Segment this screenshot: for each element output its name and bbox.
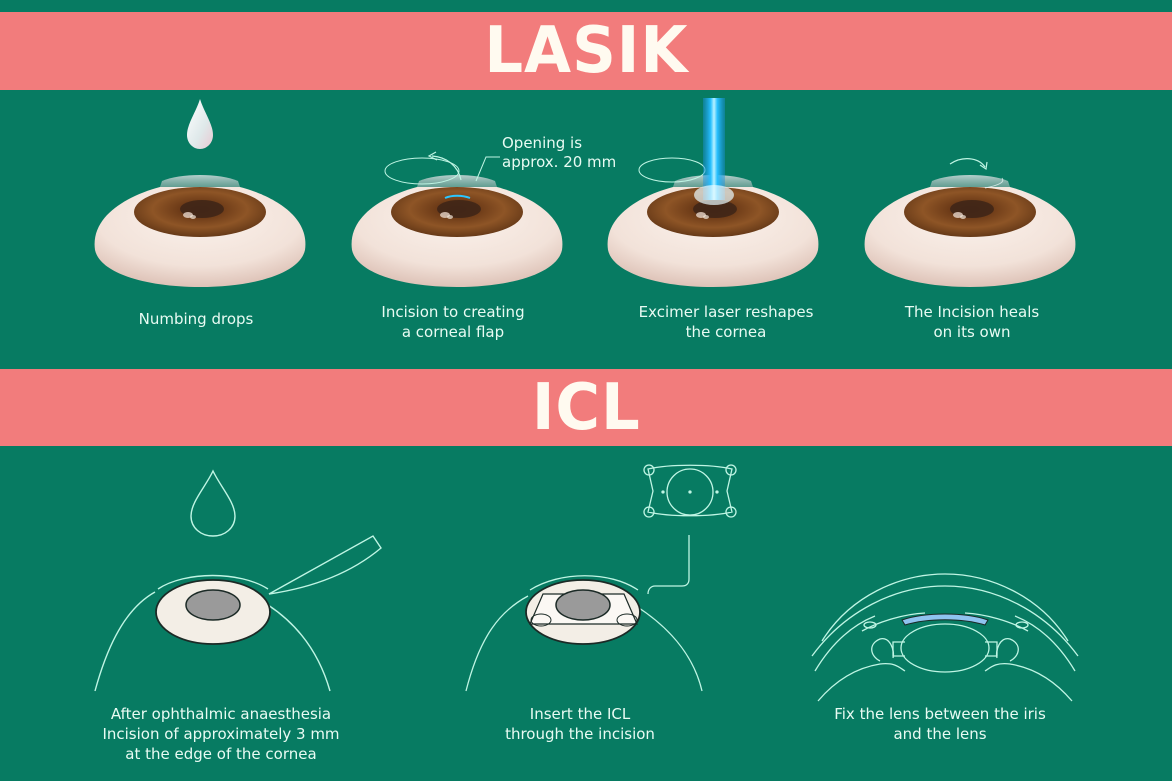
icl-insertion-icon [465,464,737,692]
laser-eye-icon [607,98,819,287]
caption-line: Excimer laser reshapes [638,303,814,321]
caption-line: Numbing drops [138,310,254,328]
lasik-step-1-caption: Numbing drops [139,309,254,329]
lasik-step-2-caption: Incision to creating a corneal flap [381,302,524,342]
corneal-flap-eye-icon [351,151,563,287]
caption-line: through the incision [505,725,655,743]
lasik-step-4-caption: The Incision heals on its own [905,302,1039,342]
eye-drop-icon [94,99,306,287]
icl-step-1-caption: After ophthalmic anaesthesia Incision of… [102,704,339,764]
annotation-line-2: approx. 20 mm [502,153,617,171]
caption-line: and the lens [893,725,987,743]
caption-line: Incision to creating [381,303,525,321]
lasik-step-3-caption: Excimer laser reshapes the cornea [639,302,814,342]
caption-line: the cornea [685,323,767,341]
icl-title-band: ICL [0,369,1172,446]
opening-size-annotation: Opening is approx. 20 mm [502,134,616,172]
caption-line: After ophthalmic anaesthesia [110,705,332,723]
caption-line: Incision of approximately 3 mm [102,725,340,743]
lens-fixation-icon [811,573,1079,702]
icl-step-3-caption: Fix the lens between the iris and the le… [834,704,1046,744]
caption-line: at the edge of the cornea [125,745,317,763]
caption-line: Fix the lens between the iris [834,705,1046,723]
caption-line: The Incision heals [904,303,1040,321]
caption-line: a corneal flap [401,323,505,341]
lasik-title: LASIK [483,14,689,88]
caption-line: on its own [933,323,1011,341]
annotation-line-1: Opening is [502,134,583,152]
icl-illustrations [94,464,1079,702]
anaesthesia-incision-icon [94,469,382,692]
lasik-section: Opening is approx. 20 mm Numbing drops I… [0,90,1172,369]
lasik-illustrations [94,98,1076,287]
icl-title: ICL [531,370,641,445]
icl-step-2-caption: Insert the ICL through the incision [505,704,655,744]
caption-line: Insert the ICL [529,705,631,723]
icl-section: After ophthalmic anaesthesia Incision of… [0,446,1172,781]
healed-eye-icon [864,158,1076,287]
lasik-title-band: LASIK [0,12,1172,90]
